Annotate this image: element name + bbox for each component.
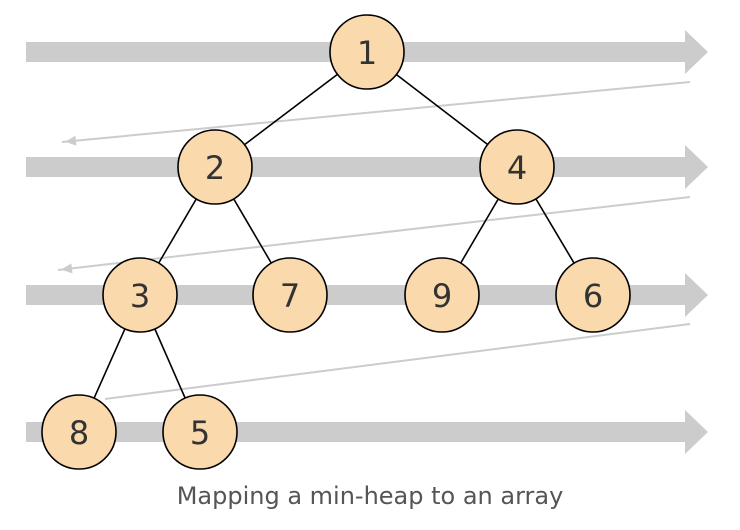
wrap-arrow-3-line bbox=[104, 323, 691, 400]
heap-node-circle bbox=[177, 129, 253, 205]
heap-node-value: 1 bbox=[357, 34, 377, 72]
level-2-bar bbox=[26, 157, 686, 177]
wrap-arrow-1-line bbox=[61, 81, 691, 143]
heap-node-value: 8 bbox=[69, 414, 89, 452]
tree-edges bbox=[78, 51, 594, 433]
heap-node-1: 1 bbox=[329, 14, 405, 90]
level-1-arrowhead bbox=[685, 30, 708, 74]
heap-node-circle bbox=[41, 394, 117, 470]
wrap-arrow-1-head bbox=[64, 135, 77, 146]
heap-node-3: 3 bbox=[102, 257, 178, 333]
heap-node-circle bbox=[479, 129, 555, 205]
heap-node-value: 9 bbox=[432, 277, 452, 315]
wrap-arrows bbox=[57, 81, 691, 400]
heap-node-5: 5 bbox=[162, 394, 238, 470]
heap-node-2: 2 bbox=[177, 129, 253, 205]
heap-node-value: 3 bbox=[130, 277, 150, 315]
level-2-arrowhead bbox=[685, 145, 708, 189]
heap-node-circle bbox=[404, 257, 480, 333]
tree-nodes: 1 2 4 3 7 9 6 8 5 bbox=[41, 14, 631, 470]
heap-node-value: 7 bbox=[280, 277, 300, 315]
heap-node-6: 6 bbox=[555, 257, 631, 333]
level-3-arrowhead bbox=[685, 273, 708, 317]
heap-node-value: 4 bbox=[507, 149, 527, 187]
level-4-arrowhead bbox=[685, 410, 708, 454]
heap-node-4: 4 bbox=[479, 129, 555, 205]
heap-node-circle bbox=[252, 257, 328, 333]
heap-node-9: 9 bbox=[404, 257, 480, 333]
heap-node-circle bbox=[162, 394, 238, 470]
heap-node-circle bbox=[102, 257, 178, 333]
level-arrows bbox=[26, 30, 708, 454]
level-3-bar bbox=[26, 285, 686, 305]
heap-node-circle bbox=[555, 257, 631, 333]
heap-node-value: 5 bbox=[190, 414, 210, 452]
wrap-arrow-2-head bbox=[60, 263, 73, 274]
heap-node-7: 7 bbox=[252, 257, 328, 333]
diagram-caption: Mapping a min-heap to an array bbox=[176, 482, 564, 510]
wrap-arrow-2-line bbox=[57, 196, 691, 271]
heap-node-value: 2 bbox=[205, 149, 225, 187]
level-4-bar bbox=[26, 422, 686, 442]
heap-node-value: 6 bbox=[583, 277, 603, 315]
heap-node-circle bbox=[329, 14, 405, 90]
heap-node-8: 8 bbox=[41, 394, 117, 470]
